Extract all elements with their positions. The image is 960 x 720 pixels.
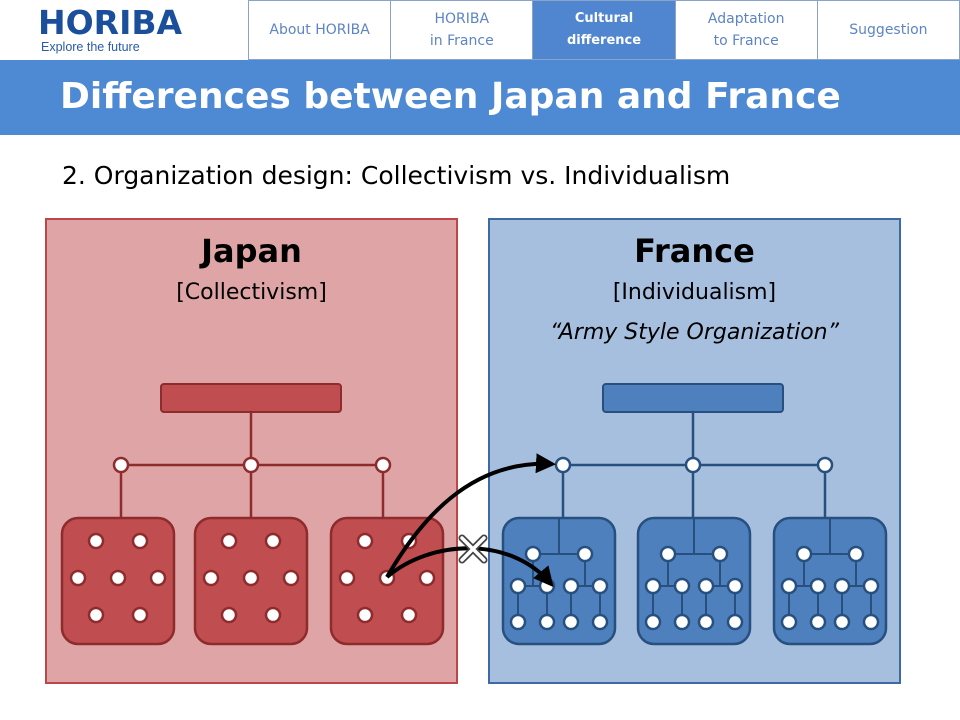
tab-horiba-in-france[interactable]: HORIBA in France [390, 0, 533, 60]
tab-suggestion[interactable]: Suggestion [816, 0, 960, 60]
france-panel: France [Individualism] “Army Style Organ… [488, 218, 901, 684]
section-subtitle: 2. Organization design: Collectivism vs.… [62, 161, 731, 190]
top-nav: About HORIBA HORIBA in France Cultural d… [248, 0, 960, 60]
page-title: Differences between Japan and France [60, 76, 841, 117]
japan-panel: Japan [Collectivism] [45, 218, 458, 684]
france-heading: France [634, 232, 755, 270]
cross-mark-icon [458, 534, 488, 564]
france-subheading: [Individualism] [612, 280, 777, 305]
japan-subheading: [Collectivism] [176, 280, 327, 305]
tab-cultural-difference[interactable]: Cultural difference [532, 0, 675, 60]
cross-mark-outline [458, 534, 488, 564]
title-band: Differences between Japan and France [0, 60, 960, 135]
cross-mark-fill [460, 536, 486, 562]
logo-tagline: Explore the future [41, 40, 140, 54]
japan-heading: Japan [201, 232, 302, 270]
logo-wordmark: HORIBA [38, 3, 183, 42]
tab-about-horiba[interactable]: About HORIBA [248, 0, 391, 60]
horiba-logo[interactable]: HORIBA Explore the future [38, 6, 238, 56]
france-quote: “Army Style Organization” [549, 320, 839, 345]
tab-adaptation-to-france[interactable]: Adaptation to France [674, 0, 817, 60]
